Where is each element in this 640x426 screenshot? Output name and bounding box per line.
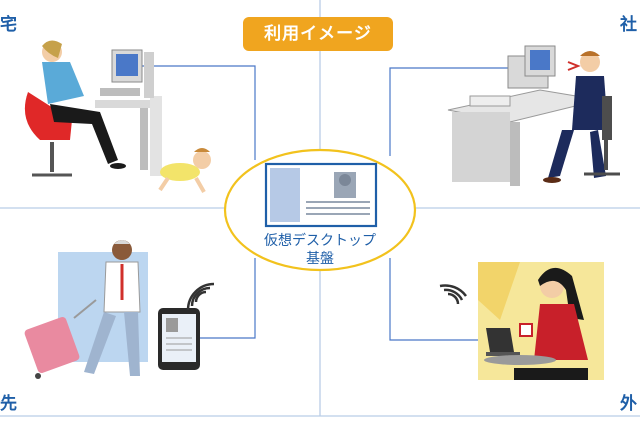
corner-label-home: 宅 <box>0 15 17 35</box>
title-label: 利用イメージ <box>243 17 393 51</box>
home-worker-illustration <box>24 40 211 193</box>
office-worker-illustration <box>447 45 620 186</box>
connector-travel <box>200 258 256 339</box>
wireless-signal-icon <box>439 284 468 305</box>
smartphone-icon <box>158 308 200 370</box>
corner-label-office: 社 <box>620 15 637 35</box>
cafe-worker-illustration <box>478 262 604 380</box>
connector-lines <box>118 65 520 341</box>
corner-label-travel: 先 <box>0 394 17 414</box>
wireless-signal-icon <box>186 282 215 311</box>
desktop-document-icon <box>264 162 378 228</box>
corner-label-outside: 外 <box>620 394 637 414</box>
connector-outside <box>389 258 480 341</box>
center-label: 仮想デスクトップ 基盤 <box>240 232 400 268</box>
center-label-line1: 仮想デスクトップ <box>264 233 376 249</box>
connector-office <box>389 67 520 156</box>
center-label-line2: 基盤 <box>306 251 334 267</box>
connector-home <box>118 65 256 160</box>
traveler-illustration <box>24 240 148 379</box>
